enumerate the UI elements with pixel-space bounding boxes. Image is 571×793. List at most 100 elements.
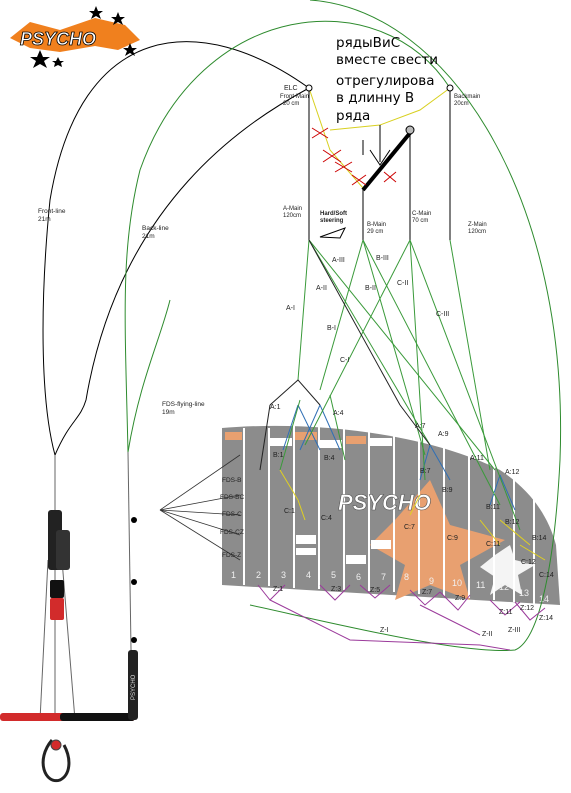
point-z11: Z:11	[499, 609, 513, 616]
c-main-label: C-Main	[412, 211, 431, 217]
fds-fan-lines	[159, 454, 241, 561]
rib-number: 10	[452, 578, 462, 588]
point-z7: Z:7	[422, 589, 432, 596]
red-cross-marks	[311, 127, 397, 186]
point-z5: Z:5	[370, 587, 380, 594]
rib-number: 12	[499, 582, 509, 592]
rib-dividers	[243, 425, 535, 604]
point-c9: C:9	[447, 535, 458, 542]
line-label-a-ii: A-II	[316, 285, 327, 292]
point-c11: C:11	[486, 541, 500, 548]
rib-number-labels: 1 2 3 4 5 6 7 8 9 10 11 12 13 14	[231, 570, 549, 604]
point-b7: B:7	[420, 468, 431, 475]
front-line-label: Front-line	[38, 208, 66, 215]
a-main-label: A-Main	[283, 206, 302, 212]
annotation-line-3: отрегулирова	[336, 73, 435, 89]
point-a12: A:12	[505, 469, 520, 476]
rib-number: 1	[231, 570, 236, 580]
fds-labels: FDS-B FDS-BC FDS-C FDS-CZ FDS-Z	[220, 477, 245, 559]
rib-number: 8	[404, 572, 409, 582]
rib-number: 3	[281, 570, 286, 580]
line-label-z-i: Z-I	[380, 627, 389, 634]
bar-brand-text: PSYCHO	[131, 674, 137, 700]
point-c7: C:7	[404, 524, 415, 531]
annotation-arrow	[369, 125, 391, 166]
line-label-b-iii: B-III	[376, 255, 389, 262]
russian-annotation: рядыВиС вместе свести отрегулирова в дли…	[336, 35, 438, 124]
front-main-length: 20 cm	[283, 101, 299, 107]
hard-soft-label: Hard/Soft	[320, 211, 347, 217]
bridle-point-labels: A:1 A:4 A:7 A:9 A:11 A:12 B:1 B:4 B:7 B:…	[270, 404, 554, 622]
point-b14: B:14	[532, 535, 547, 542]
fds-flying-line-length: 19m	[162, 409, 175, 416]
back-line-label: Back-line	[142, 225, 169, 232]
line-label-c-iii: C-III	[436, 311, 449, 318]
bridle-labels: ELC Front-Main 20 cm Backmain 20cm A-Mai…	[280, 85, 487, 235]
point-c12: C:12	[521, 559, 536, 566]
elc-pulleys	[305, 84, 454, 135]
black-cascade-lines	[259, 239, 431, 471]
c-main-length: 70 cm	[412, 218, 428, 224]
chicken-loop	[41, 739, 71, 783]
fds-label: FDS-Z	[222, 552, 241, 559]
rib-number: 9	[429, 576, 434, 586]
canopy-panels	[225, 432, 392, 564]
fds-label: FDS-CZ	[220, 529, 244, 536]
hard-soft-label-2: steering	[320, 218, 344, 224]
line-label-a-iii: A-III	[332, 257, 345, 264]
point-b1: B:1	[273, 452, 284, 459]
left-labels: Front-line 21m Back-line 21m FDS-flying-…	[38, 208, 205, 416]
point-z3: Z:3	[331, 586, 341, 593]
rib-number: 14	[539, 594, 549, 604]
rib-number: 13	[519, 588, 529, 598]
back-line-length: 21m	[142, 233, 155, 240]
point-a7: A:7	[415, 423, 426, 430]
point-b12: B:12	[505, 519, 520, 526]
fds-flying-line-label: FDS-flying-line	[162, 401, 205, 408]
fds-beads	[131, 517, 137, 643]
point-z12: Z:12	[520, 605, 534, 612]
point-b4: B:4	[324, 455, 335, 462]
point-b11: B:11	[486, 504, 500, 511]
logo-orange-burst	[10, 18, 140, 52]
psycho-logo: PSYCHO	[10, 6, 140, 68]
annotation-line-5: ряда	[336, 108, 370, 124]
point-z9: Z:9	[455, 595, 465, 602]
rib-number: 2	[256, 570, 261, 580]
rib-number: 5	[331, 570, 336, 580]
point-z1: Z:1	[273, 586, 283, 593]
b-main-label: B-Main	[367, 222, 386, 228]
green-lines	[279, 239, 521, 531]
point-c1: C:1	[284, 508, 295, 515]
top-bridle	[308, 87, 451, 240]
point-c14: C:14	[539, 572, 554, 579]
canopy-orange-star	[370, 480, 505, 600]
backmain-label: Backmain	[454, 94, 480, 100]
point-a4: A:4	[333, 410, 344, 417]
fds-label: FDS-BC	[220, 494, 245, 501]
kite-canopy: PSYCHO	[222, 425, 560, 605]
z-lines	[257, 584, 546, 651]
z-main-length: 120cm	[468, 229, 486, 235]
rib-number: 11	[476, 580, 485, 590]
fds-label: FDS-C	[222, 511, 242, 518]
backmain-length: 20cm	[454, 101, 469, 107]
rib-number: 7	[381, 572, 386, 582]
back-line	[124, 0, 562, 651]
rib-number: 4	[306, 570, 311, 580]
line-label-z-ii: Z-II	[482, 631, 493, 638]
annotation-line-4: в длинну В	[336, 90, 414, 106]
annotation-line-2: вместе свести	[336, 52, 438, 68]
point-a9: A:9	[438, 431, 449, 438]
point-b9: B:9	[442, 487, 453, 494]
a-lines	[282, 404, 516, 511]
point-a11: A:11	[470, 455, 484, 462]
logo-stars	[30, 6, 137, 68]
control-bar: PSYCHO	[0, 650, 138, 721]
canopy-logo: PSYCHO	[338, 490, 431, 515]
fds-label: FDS-B	[222, 477, 242, 484]
point-a1: A:1	[270, 404, 281, 411]
b-main-length: 29 cm	[367, 229, 383, 235]
logo-text: PSYCHO	[20, 29, 96, 49]
line-name-labels: A-III B-III A-II B-II C-II A-I B-I C-III…	[286, 255, 520, 638]
